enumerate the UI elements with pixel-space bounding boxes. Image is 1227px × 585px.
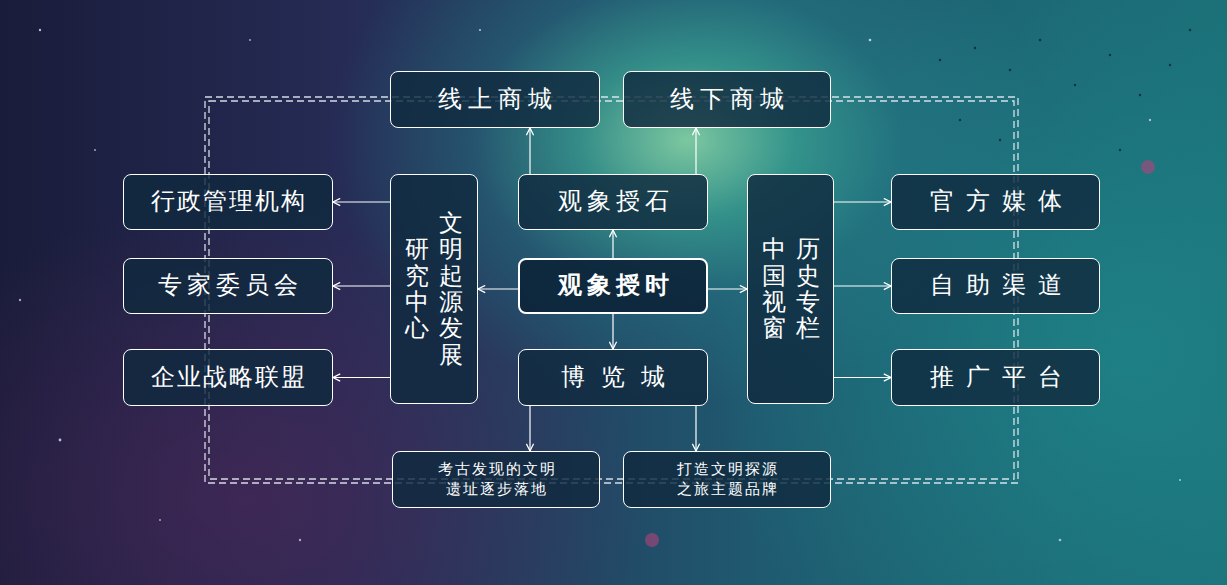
arrow-connector [695, 128, 696, 174]
column-box: 中国视窗历史专栏 [747, 174, 834, 404]
arrow-connector [529, 406, 530, 451]
particle-dots [939, 29, 1191, 151]
arrow-connector [333, 377, 390, 378]
box-label: 企业战略联盟 [149, 362, 307, 393]
process-box: 博览城 [518, 349, 708, 406]
arrow-connector [612, 314, 613, 349]
arrow-connector [333, 285, 390, 286]
process-box: 线下商城 [623, 71, 831, 128]
box-label: 专家委员会 [153, 270, 303, 301]
glow-dot [1141, 160, 1155, 174]
box-label: 官方媒体 [918, 186, 1074, 217]
process-box: 观象授石 [518, 174, 708, 230]
process-box: 线上商城 [390, 71, 600, 128]
column-label: 历史专栏 [796, 236, 820, 342]
arrow-connector [333, 201, 390, 202]
column-label: 中国视窗 [762, 236, 786, 342]
column-label: 研究中心 [405, 236, 429, 342]
arrow-connector [834, 201, 891, 202]
process-box: 考古发现的文明 遗址逐步落地 [392, 451, 600, 508]
star-dots [19, 29, 1181, 542]
box-label: 线上商城 [432, 84, 558, 115]
process-box: 行政管理机构 [123, 174, 333, 230]
process-box: 推广平台 [891, 349, 1100, 406]
box-label: 观象授石 [553, 186, 674, 217]
process-box: 打造文明探源 之旅主题品牌 [623, 451, 831, 508]
arrow-connector [529, 128, 530, 174]
process-box: 官方媒体 [891, 174, 1100, 230]
box-label: 推广平台 [918, 362, 1074, 393]
process-box: 企业战略联盟 [123, 349, 333, 406]
box-label: 考古发现的文明 遗址逐步落地 [429, 460, 563, 499]
box-label: 行政管理机构 [149, 186, 307, 217]
glow-dot [645, 533, 659, 547]
arrow-connector [834, 285, 891, 286]
process-box: 自助渠道 [891, 258, 1100, 314]
arrow-connector [834, 377, 891, 378]
arrow-connector [478, 288, 518, 289]
column-box: 文明起源发展研究中心 [390, 174, 478, 404]
column-label: 文明起源发展 [439, 210, 463, 368]
arrow-connector [612, 230, 613, 258]
box-label: 自助渠道 [918, 270, 1074, 301]
arrow-connector [708, 288, 747, 289]
box-label: 线下商城 [664, 84, 790, 115]
process-box: 专家委员会 [123, 258, 333, 314]
box-label: 观象授时 [553, 270, 674, 301]
box-label: 打造文明探源 之旅主题品牌 [668, 460, 786, 499]
box-label: 博览城 [545, 362, 681, 393]
arrow-connector [695, 406, 696, 451]
core-box: 观象授时 [518, 258, 708, 314]
